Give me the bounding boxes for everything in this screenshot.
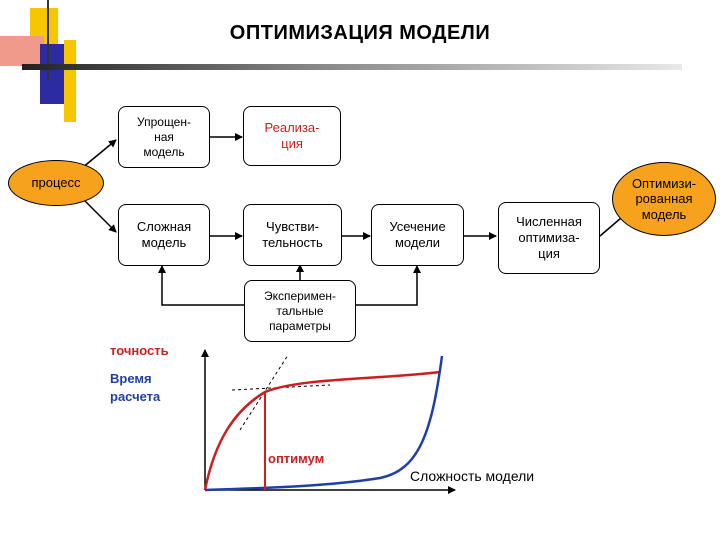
optimized-model-oval: Оптимизи- рованная модель [612, 162, 716, 236]
deco-red-square [0, 36, 44, 66]
deco-yellow-bar [64, 40, 76, 122]
truncation-box: Усечение модели [371, 204, 464, 266]
complex-model-label: Сложная модель [136, 218, 192, 250]
optimum-label: оптимум [268, 451, 325, 466]
experimental-parameters-box: Эксперимен- тальные параметры [244, 280, 356, 342]
graph-axes [201, 349, 456, 494]
process-oval: процесс [8, 160, 104, 206]
numerical-optimization-box: Численная оптимиза- ция [498, 202, 600, 274]
sensitivity-box: Чувстви- тельность [243, 204, 342, 266]
arrow-experimental-to-complex [158, 265, 244, 306]
arrow-process-to-complex [81, 197, 117, 233]
time-curve [204, 355, 444, 492]
page-title: ОПТИМИЗАЦИЯ МОДЕЛИ [229, 22, 491, 44]
complex-model-box: Сложная модель [118, 204, 210, 266]
accuracy-legend-label: точность [110, 343, 169, 358]
simplified-model-label: Упрощен- ная модель [137, 114, 191, 159]
deco-vertical-line [47, 0, 49, 80]
simplified-model-box: Упрощен- ная модель [118, 106, 210, 168]
title-rule [22, 64, 682, 70]
time-legend-label: Время расчета [110, 371, 161, 404]
optimized-model-label: Оптимизи- рованная модель [631, 175, 697, 222]
sensitivity-label: Чувстви- тельность [262, 218, 323, 250]
realization-box: Реализа- ция [243, 106, 341, 166]
realization-label: Реализа- ция [264, 119, 320, 151]
accuracy-curve [203, 370, 441, 491]
arrow-experimental-to-truncation [356, 265, 421, 306]
process-label: процесс [31, 175, 81, 191]
numerical-optimization-label: Численная оптимиза- ция [516, 213, 582, 262]
x-axis-label: Сложность модели [410, 468, 535, 484]
truncation-label: Усечение модели [389, 218, 446, 250]
arrow-process-to-simplified [81, 139, 117, 169]
experimental-parameters-label: Эксперимен- тальные параметры [263, 288, 337, 333]
